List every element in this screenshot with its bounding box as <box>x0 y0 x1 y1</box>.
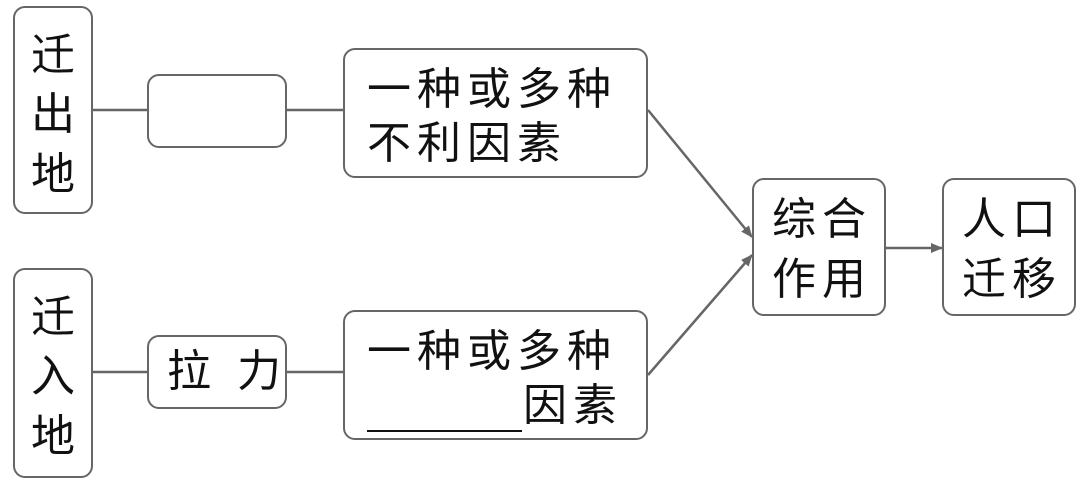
migration-line-1: 人口 <box>962 194 1062 245</box>
arrow-bottom-to-combined <box>647 254 753 376</box>
emigration-char-1: 迁 <box>31 30 75 81</box>
combined-line-1: 综合 <box>772 194 872 245</box>
emigration-char-2: 出 <box>31 89 75 140</box>
immigration-char-3: 地 <box>31 411 75 462</box>
immigration-box: 迁 入 地 <box>13 268 93 478</box>
unfavorable-line-2: 不利因素 <box>367 118 567 169</box>
favorable-line-2-suffix: 因素 <box>523 380 623 431</box>
pull-factor-label: 拉 力 <box>167 346 287 397</box>
unfavorable-factors-box: 一种或多种 不利因素 <box>343 48 648 178</box>
favorable-line-1: 一种或多种 <box>367 326 617 377</box>
population-migration-box: 人口 迁移 <box>942 178 1076 316</box>
migration-line-2: 迁移 <box>962 254 1062 305</box>
combined-effect-box: 综合 作用 <box>752 178 886 316</box>
immigration-char-1: 迁 <box>31 292 75 343</box>
arrow-top-to-combined <box>647 109 753 238</box>
pull-factor-box: 拉 力 <box>147 335 287 409</box>
favorable-factors-box: 一种或多种 因素 <box>343 310 648 440</box>
emigration-box: 迁 出 地 <box>13 6 93 214</box>
immigration-char-2: 入 <box>31 351 75 402</box>
combined-line-2: 作用 <box>772 254 872 305</box>
emigration-char-3: 地 <box>31 149 75 200</box>
unfavorable-line-1: 一种或多种 <box>367 64 617 115</box>
push-factor-blank-box <box>147 74 287 148</box>
answer-blank-line <box>367 430 522 432</box>
